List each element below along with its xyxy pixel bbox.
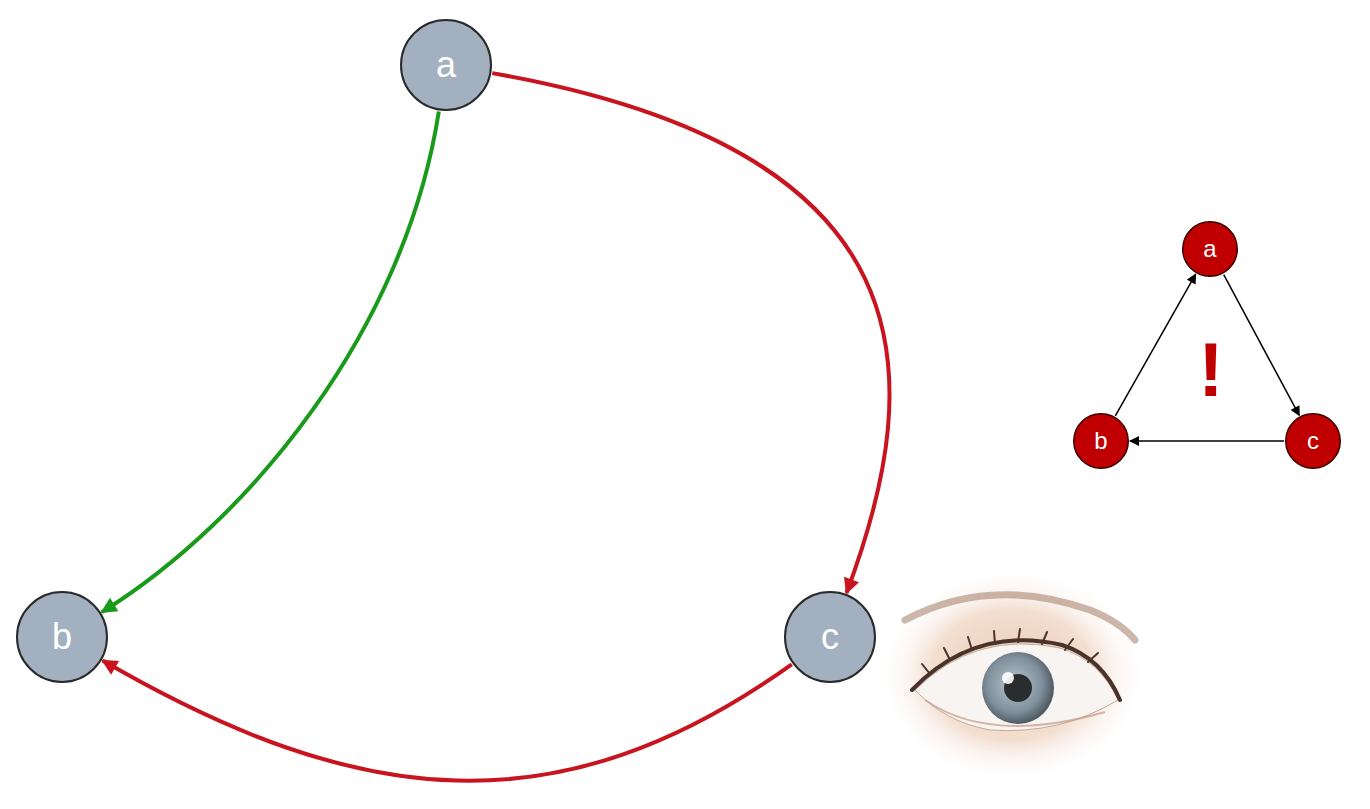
node-label: c bbox=[1307, 429, 1319, 453]
arrow-connector bbox=[1115, 274, 1195, 416]
circle-node: a bbox=[400, 19, 492, 111]
node-label: a bbox=[1203, 237, 1216, 261]
node-label: b bbox=[52, 619, 72, 655]
circle-node: b bbox=[16, 591, 108, 683]
arrow-connector bbox=[102, 111, 439, 612]
circle-node: c bbox=[784, 591, 876, 683]
circle-node: a bbox=[1182, 221, 1238, 277]
node-label: b bbox=[1094, 429, 1107, 453]
circle-node: c bbox=[1285, 413, 1341, 469]
arrow-connector bbox=[103, 661, 792, 781]
arrow-connector bbox=[1224, 275, 1300, 416]
arrow-connector bbox=[492, 73, 889, 593]
circle-node: b bbox=[1073, 413, 1129, 469]
node-label: a bbox=[436, 47, 456, 83]
warning-mark: ! bbox=[1198, 332, 1223, 408]
node-label: c bbox=[821, 619, 839, 655]
arrow-connector bbox=[1130, 440, 1284, 442]
